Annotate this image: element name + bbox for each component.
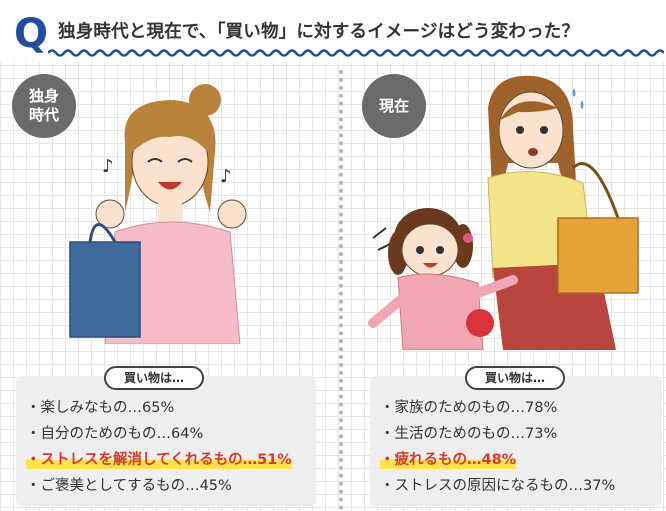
wave-underline bbox=[48, 49, 664, 57]
center-divider bbox=[339, 70, 343, 510]
panel-label-single: 買い物は… bbox=[104, 366, 205, 390]
badge-single-era: 独身時代 bbox=[12, 74, 76, 138]
list-item-highlight: ・疲れるもの…48% bbox=[380, 448, 517, 469]
list-item: ・楽しみなもの…65% bbox=[26, 400, 175, 416]
list-item: ・ご褒美としてするもの…45% bbox=[26, 478, 232, 494]
panel-single-era: 買い物は… ・楽しみなもの…65% ・自分のためのもの…64% ・ストレスを解消… bbox=[16, 366, 316, 506]
badge-present-label: 現在 bbox=[378, 96, 409, 115]
panel-label-present: 買い物は… bbox=[465, 366, 566, 390]
svg-text:♪: ♪ bbox=[220, 166, 232, 187]
list-item: ・自分のためのもの…64% bbox=[26, 426, 204, 442]
badge-present: 現在 bbox=[362, 74, 426, 138]
q-letter: Q bbox=[14, 11, 49, 57]
list-item-highlight: ・ストレスを解消してくれるもの…51% bbox=[26, 448, 292, 469]
panel-present: 買い物は… ・家族のためのもの…78% ・生活のためのもの…73% ・疲れるもの… bbox=[370, 366, 662, 506]
svg-text:♪: ♪ bbox=[102, 156, 114, 177]
illustration-single-woman: ♪ ♪ bbox=[69, 84, 247, 344]
list-item: ・家族のためのもの…78% bbox=[380, 400, 558, 416]
badge-single-era-label: 独身時代 bbox=[28, 87, 59, 124]
illustration-mother-child bbox=[368, 75, 639, 350]
list-item: ・ストレスの原因になるもの…37% bbox=[380, 478, 616, 494]
list-item: ・生活のためのもの…73% bbox=[380, 426, 558, 442]
header: Q 独身時代と現在で、「買い物」に対するイメージはどう変わった？ bbox=[0, 0, 666, 62]
question-title: 独身時代と現在で、「買い物」に対するイメージはどう変わった？ bbox=[58, 22, 580, 42]
